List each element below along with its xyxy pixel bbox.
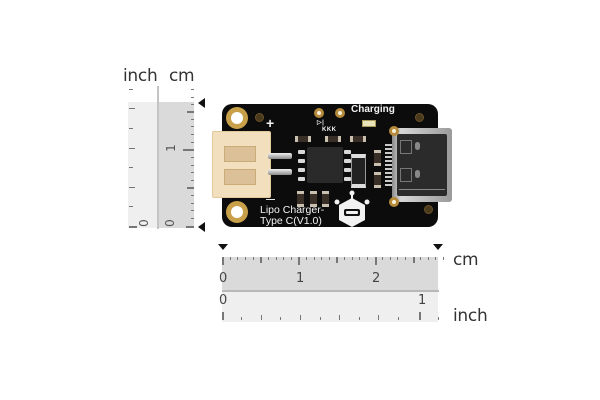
bottom-edge-marker-icon: [198, 222, 205, 232]
dfrobot-logo-icon: [334, 190, 370, 227]
horizontal-ruler-inch-label: inch: [453, 306, 488, 326]
top-edge-marker-icon: [198, 98, 205, 108]
vertical-ruler-cm-zero: 0: [162, 219, 177, 227]
horizontal-ruler-inch-tick-1: 1: [418, 293, 427, 308]
horizontal-ruler-cm-scale: [222, 257, 438, 291]
via: [255, 113, 264, 122]
board-name: Lipo Charger- Type C(V1.0): [260, 205, 324, 227]
vertical-ruler-divider: [157, 86, 159, 229]
diode-symbol-icon: ▷|: [317, 120, 325, 126]
current-sense-resistor: [351, 154, 366, 188]
vertical-ruler-cm-one: 1: [163, 144, 178, 152]
mounting-hole-bottom-left: [226, 201, 248, 223]
led-pad: [335, 108, 345, 118]
board-name-line2: Type C(V1.0): [260, 215, 322, 227]
resistor: [310, 191, 317, 207]
horizontal-ruler-inch-tick-0: 0: [219, 293, 228, 308]
via: [415, 113, 424, 122]
resistor: [350, 136, 366, 142]
resistor: [297, 191, 304, 207]
resistor: [325, 136, 341, 142]
charging-led: [362, 120, 376, 127]
horizontal-ruler-cm-tick-1: 1: [296, 271, 305, 286]
left-edge-marker-icon: [218, 244, 228, 250]
usb-shield-pad: [389, 197, 399, 207]
charger-ic: [307, 147, 343, 183]
resistor: [374, 172, 381, 188]
vertical-ruler-inch-scale: [128, 102, 158, 228]
connector-pin: [268, 169, 292, 175]
led-pad: [314, 108, 324, 118]
horizontal-ruler-cm-tick-2: 2: [372, 271, 381, 286]
plus-marking: +: [266, 115, 275, 131]
resistor: [322, 191, 329, 207]
charging-label: Charging: [351, 104, 395, 115]
horizontal-ruler-cm-tick-0: 0: [219, 271, 228, 286]
horizontal-ruler-cm-label: cm: [453, 250, 479, 270]
horizontal-ruler-divider: [222, 290, 439, 292]
diode-marking: KKK: [322, 127, 337, 133]
board-name-line1: Lipo Charger-: [260, 204, 325, 216]
mounting-hole-top-left: [226, 107, 248, 129]
vertical-ruler-inch-zero: 0: [136, 219, 151, 227]
vertical-ruler-cm-scale: [158, 102, 194, 228]
connector-pin: [268, 153, 292, 159]
vertical-ruler-inch-label: inch: [123, 66, 158, 86]
minus-marking: —: [266, 194, 275, 204]
via: [424, 205, 433, 214]
right-edge-marker-icon: [433, 244, 443, 250]
vertical-ruler-cm-label: cm: [169, 66, 195, 86]
usb-shield-pad: [389, 126, 399, 136]
usb-c-shell: [397, 134, 447, 196]
jst-battery-connector: [212, 131, 271, 198]
horizontal-ruler-inch-scale: [222, 292, 438, 322]
resistor: [295, 136, 311, 142]
resistor: [374, 150, 381, 166]
